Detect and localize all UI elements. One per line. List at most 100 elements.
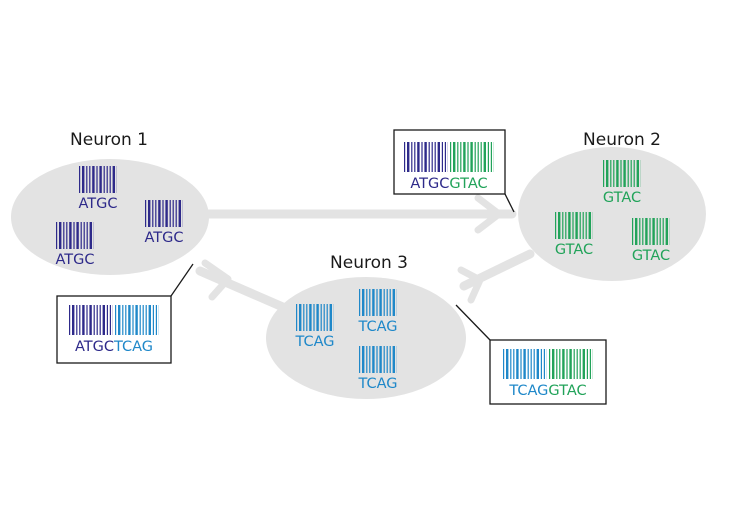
- barcode-bar: [59, 222, 62, 249]
- barcode-bar: [428, 142, 430, 172]
- barcode-bar: [588, 212, 591, 239]
- barcode-bar: [72, 305, 75, 335]
- barcode-bar: [172, 200, 174, 227]
- barcode-bar: [566, 349, 568, 379]
- barcode-bar: [366, 289, 368, 316]
- barcode-bar: [76, 305, 78, 335]
- barcode-bar: [376, 289, 378, 316]
- neuron-2-body: [518, 147, 706, 281]
- barcode-bar: [389, 289, 391, 316]
- neuron-1-label: Neuron 1: [70, 130, 148, 150]
- barcode-bar: [513, 349, 515, 379]
- barcode-bar: [86, 222, 88, 249]
- barcode-bar: [102, 305, 105, 335]
- neuron-2-label: Neuron 2: [583, 130, 661, 150]
- barcode: TCAG: [357, 289, 398, 335]
- barcode-bar: [135, 305, 138, 335]
- barcode-bar: [453, 142, 456, 172]
- barcode-bar: [86, 166, 88, 193]
- barcode-bar: [490, 142, 492, 172]
- barcode-bar: [372, 346, 375, 373]
- connector-line-n1n2: [504, 193, 515, 213]
- barcode: ATGC: [144, 200, 184, 246]
- barcode-bar: [434, 142, 436, 172]
- barcode-bar: [66, 222, 68, 249]
- neuron-3-label: Neuron 3: [330, 253, 408, 273]
- barcode-bar: [635, 218, 638, 245]
- barcode-bar: [106, 166, 108, 193]
- combined-barcode-label: ATGCGTAC: [410, 176, 487, 192]
- barcode-bar: [421, 142, 423, 172]
- barcode-bar: [145, 305, 147, 335]
- barcode-bar: [369, 346, 371, 373]
- barcode: TCAG: [357, 346, 398, 392]
- barcode-bar: [665, 218, 668, 245]
- barcode-bar: [585, 212, 587, 239]
- barcode-bar: [474, 142, 476, 172]
- arrow-neuron1-to-neuron3: [195, 259, 297, 316]
- barcode-bar: [623, 160, 626, 187]
- barcode-bar: [175, 200, 177, 227]
- barcode-bar: [556, 349, 558, 379]
- barcode-bar: [613, 160, 615, 187]
- barcode-bar: [69, 305, 71, 335]
- barcode-bar: [142, 305, 144, 335]
- connection-box-n3n2: [489, 339, 607, 405]
- barcode: GTAC: [603, 160, 641, 206]
- neuron-3-body: [266, 277, 466, 399]
- barcode: ATGC: [55, 222, 95, 268]
- barcode-bar: [662, 218, 664, 245]
- barcode-bar: [487, 142, 489, 172]
- barcode-bar: [606, 160, 609, 187]
- barcode-bar: [109, 305, 111, 335]
- barcode-label: GTAC: [555, 242, 593, 258]
- barcode-bar: [383, 289, 385, 316]
- barcode-bar: [99, 166, 102, 193]
- barcode-bar: [586, 349, 588, 379]
- barcode-label: TCAG: [357, 376, 397, 392]
- barcode-bar: [610, 160, 612, 187]
- barcode-bar: [148, 305, 151, 335]
- barcode-bar: [573, 349, 575, 379]
- barcode-bar: [359, 346, 361, 373]
- barcode-bar: [155, 305, 157, 335]
- barcode-part: GTAC: [449, 176, 487, 192]
- barcode-bar: [362, 346, 365, 373]
- barcode-bar: [411, 142, 413, 172]
- barcode-bar: [633, 160, 635, 187]
- barcode-bar: [386, 346, 388, 373]
- barcode-bar: [630, 160, 632, 187]
- barcode-bar: [516, 349, 519, 379]
- connection-box-n1n3: [56, 295, 172, 364]
- barcode-bar: [467, 142, 469, 172]
- combined-barcode-label: TCAGGTAC: [508, 383, 586, 399]
- barcode-bar: [369, 289, 371, 316]
- barcode-bar: [169, 200, 171, 227]
- barcode-bar: [444, 142, 446, 172]
- barcode-bar: [620, 160, 622, 187]
- barcode-bar: [562, 212, 564, 239]
- barcode-bar: [79, 305, 81, 335]
- barcode-bar: [86, 305, 88, 335]
- barcode-label: GTAC: [603, 190, 641, 206]
- barcode-bar: [506, 349, 509, 379]
- barcode-bar: [649, 218, 651, 245]
- combined-barcode: ATGCTCAG: [69, 305, 159, 355]
- barcode-bar: [569, 349, 572, 379]
- barcode-bar: [56, 222, 58, 249]
- barcode-bar: [463, 142, 466, 172]
- barcode-bar: [73, 222, 75, 249]
- barcode-part: TCAG: [113, 339, 153, 355]
- barcode-bar: [89, 166, 91, 193]
- barcode-bar: [389, 346, 391, 373]
- arrow-neuron3-to-neuron2: [457, 249, 535, 304]
- barcode-bar: [386, 289, 388, 316]
- barcode-bar: [450, 142, 452, 172]
- barcode-bar: [83, 222, 85, 249]
- barcode-bar: [441, 142, 443, 172]
- barcode-bar: [483, 142, 486, 172]
- barcode-bar: [89, 305, 92, 335]
- barcode-bar: [376, 346, 378, 373]
- barcode-bar: [155, 200, 157, 227]
- barcode-bar: [565, 212, 567, 239]
